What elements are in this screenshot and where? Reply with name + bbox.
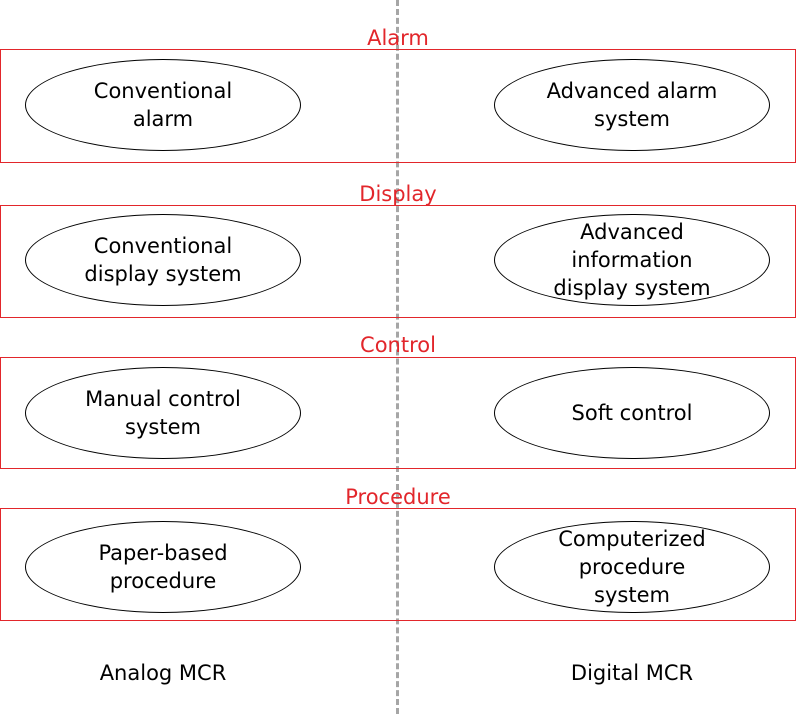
ellipse-label: Conventional alarm [93, 79, 233, 131]
ellipse-label: Manual control system [85, 387, 241, 439]
ellipse-label: Conventional display system [84, 234, 242, 286]
ellipse-label: Paper-based procedure [98, 541, 228, 593]
ellipse-digital-display: Advanced information display system [494, 214, 770, 306]
ellipse-analog-procedure: Paper-based procedure [25, 521, 301, 613]
ellipse-analog-display: Conventional display system [25, 214, 301, 306]
ellipse-label: Soft control [571, 401, 693, 425]
ellipse-analog-alarm: Conventional alarm [25, 59, 301, 151]
band-title-display: Display [359, 182, 437, 206]
ellipse-analog-control: Manual control system [25, 367, 301, 459]
band-title-alarm: Alarm [367, 26, 429, 50]
ellipse-label: Computerized procedure system [558, 527, 706, 607]
column-label-analog: Analog MCR [99, 661, 227, 685]
ellipse-digital-procedure: Computerized procedure system [494, 521, 770, 613]
ellipse-label: Advanced alarm system [546, 79, 718, 131]
ellipse-digital-control: Soft control [494, 367, 770, 459]
column-label-digital: Digital MCR [570, 661, 694, 685]
ellipse-label: Advanced information display system [553, 220, 711, 300]
ellipse-digital-alarm: Advanced alarm system [494, 59, 770, 151]
band-title-control: Control [360, 333, 436, 357]
band-title-procedure: Procedure [345, 485, 451, 509]
